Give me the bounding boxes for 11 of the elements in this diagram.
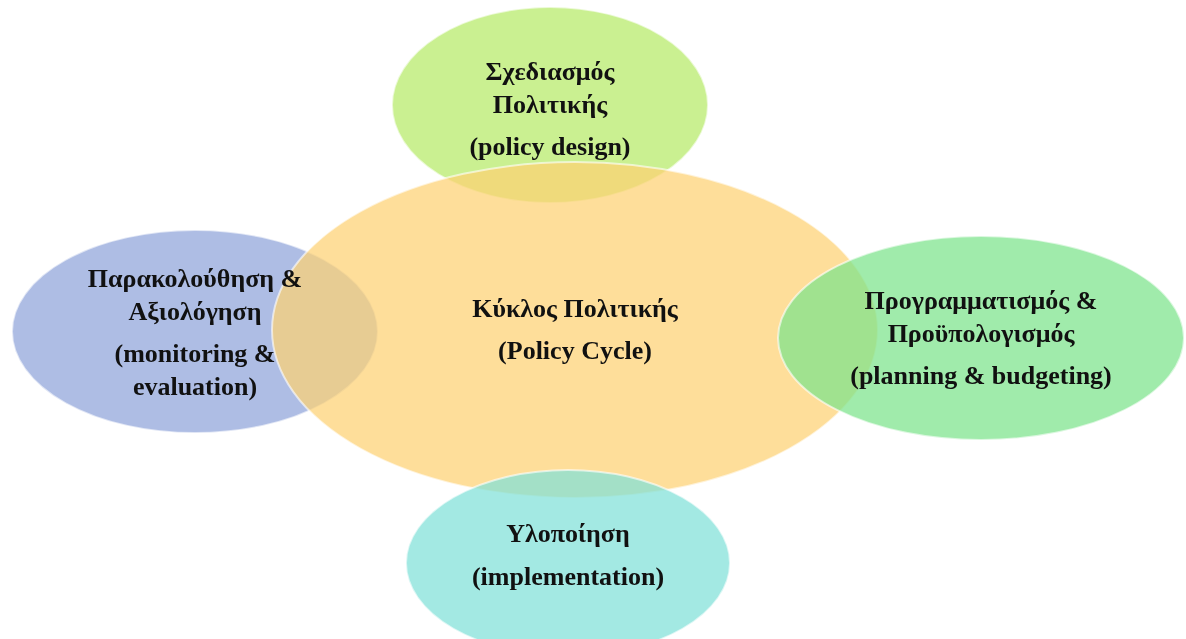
- stage-subtitle: (monitoring & evaluation): [113, 338, 277, 403]
- stage-title: Προγραμματισμός & Προϋπολογισμός: [863, 285, 1099, 350]
- stage-title: Κύκλος Πολιτικής: [472, 292, 678, 325]
- stage-subtitle: (planning & budgeting): [850, 360, 1112, 393]
- stage-title: Παρακολούθηση & Αξιολόγηση: [86, 263, 304, 328]
- stage-subtitle: (Policy Cycle): [498, 335, 652, 367]
- stage-subtitle: (implementation): [471, 560, 665, 593]
- stage-subtitle: (policy design): [469, 131, 631, 164]
- stage-title: Υλοποίηση: [506, 518, 630, 550]
- stage-title: Σχεδιασμός Πολιτικής: [484, 56, 616, 121]
- stage-ellipse: [776, 234, 1186, 442]
